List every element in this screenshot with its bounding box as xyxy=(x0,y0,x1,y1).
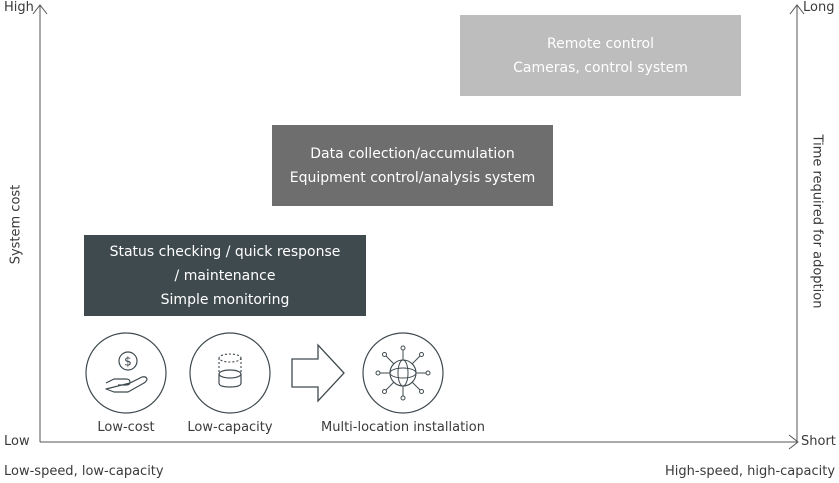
database-icon xyxy=(189,332,271,414)
box-data-collection-line-2: Equipment control/analysis system xyxy=(289,169,536,186)
y-left-top-label: High xyxy=(4,0,34,15)
box-remote-control-line-1: Remote control xyxy=(547,35,654,52)
x-axis-arrow xyxy=(788,434,799,450)
y-right-title: Time required for adoption xyxy=(809,134,825,309)
arrow-right-icon xyxy=(291,343,345,403)
y-left-bottom-label: Low xyxy=(4,434,30,449)
y-axis-left-arrow xyxy=(32,4,48,15)
x-right-label: High-speed, high-capacity xyxy=(665,464,836,479)
dollar-hand-icon: $ xyxy=(85,332,167,414)
caption-multi-location: Multi-location installation xyxy=(321,420,485,435)
box-status-checking-line-3: Simple monitoring xyxy=(160,291,290,308)
y-right-bottom-label: Short xyxy=(801,434,836,449)
network-globe-icon xyxy=(362,332,444,414)
box-remote-control-line-2: Cameras, control system xyxy=(513,59,688,76)
box-data-collection: Data collection/accumulation Equipment c… xyxy=(272,125,553,206)
y-right-top-label: Long xyxy=(803,0,835,15)
x-left-label: Low-speed, low-capacity xyxy=(4,464,164,479)
box-status-checking: Status checking / quick response / maint… xyxy=(84,235,366,316)
y-axis-right-arrow xyxy=(789,4,805,15)
caption-low-capacity: Low-capacity xyxy=(187,420,273,435)
y-left-title: System cost xyxy=(8,184,24,265)
svg-text:$: $ xyxy=(124,355,132,369)
box-status-checking-line-2: / maintenance xyxy=(174,267,276,284)
caption-low-cost: Low-cost xyxy=(97,420,155,435)
box-data-collection-line-1: Data collection/accumulation xyxy=(310,145,515,162)
box-status-checking-line-1: Status checking / quick response xyxy=(109,243,341,260)
box-remote-control: Remote control Cameras, control system xyxy=(460,15,741,96)
